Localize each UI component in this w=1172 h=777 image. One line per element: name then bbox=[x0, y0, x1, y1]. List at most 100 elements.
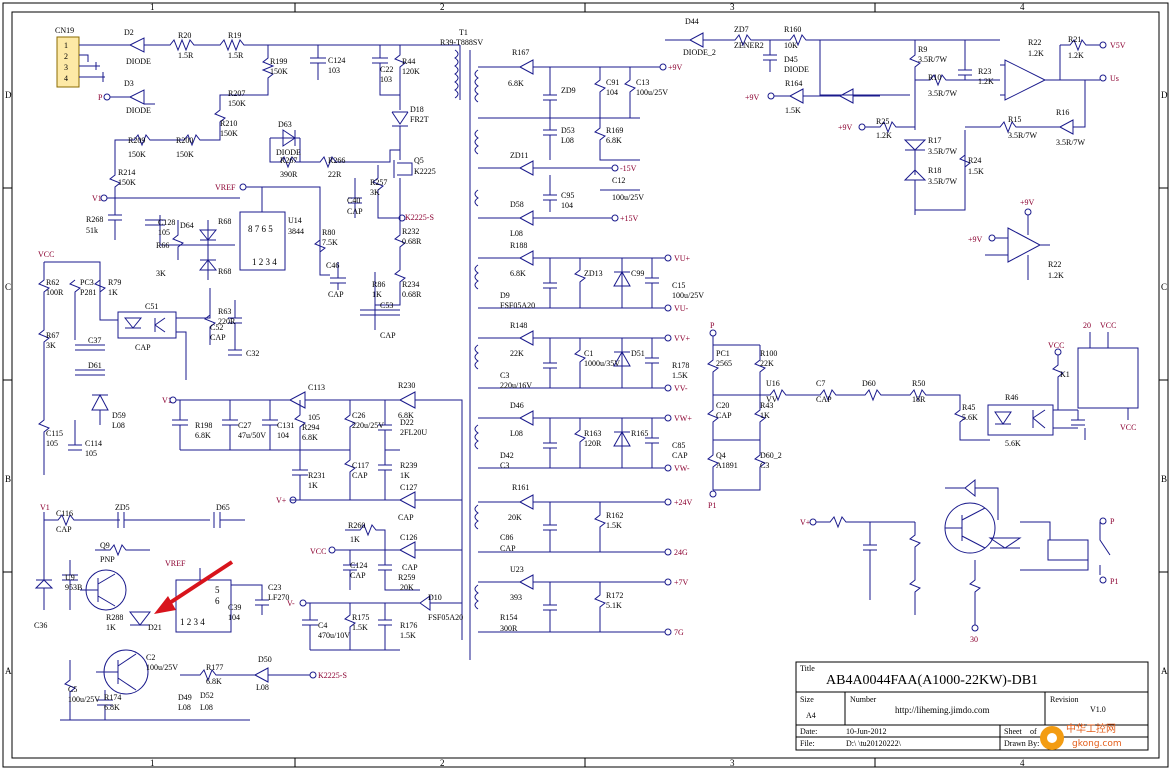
svg-text:6.8K: 6.8K bbox=[398, 411, 414, 420]
svg-text:6.8K: 6.8K bbox=[302, 433, 318, 442]
svg-text:22R: 22R bbox=[328, 170, 342, 179]
svg-text:R100: R100 bbox=[760, 349, 777, 358]
svg-text:DIODE: DIODE bbox=[784, 65, 809, 74]
svg-text:C32: C32 bbox=[246, 349, 259, 358]
svg-text:C13: C13 bbox=[636, 78, 649, 87]
frame-row-label: D bbox=[5, 90, 12, 100]
sense-divider bbox=[760, 389, 990, 441]
frame-col-label: 3 bbox=[730, 2, 735, 12]
svg-text:1K: 1K bbox=[350, 535, 360, 544]
svg-text:C131: C131 bbox=[277, 421, 294, 430]
svg-text:VCC: VCC bbox=[310, 547, 326, 556]
svg-text:103: 103 bbox=[380, 75, 392, 84]
svg-text:R234: R234 bbox=[402, 280, 419, 289]
svg-text:R24: R24 bbox=[968, 156, 981, 165]
svg-text:1.5K: 1.5K bbox=[785, 106, 801, 115]
svg-text:100u/25V: 100u/25V bbox=[612, 193, 644, 202]
svg-text:CAP: CAP bbox=[56, 525, 72, 534]
driver-output bbox=[60, 660, 310, 721]
svg-text:D21: D21 bbox=[148, 623, 162, 632]
svg-text:V1: V1 bbox=[40, 503, 50, 512]
svg-text:VCC: VCC bbox=[1100, 321, 1116, 330]
svg-text:DIODE_2: DIODE_2 bbox=[683, 48, 716, 57]
svg-text:C12: C12 bbox=[612, 176, 625, 185]
soft-start-network bbox=[145, 215, 235, 280]
svg-text:100u/25V: 100u/25V bbox=[636, 88, 668, 97]
svg-text:U14: U14 bbox=[288, 216, 302, 225]
comparator-section: D44 DIODE_2 ZD7 ZENER2 R160 10K D45 DIOD… bbox=[665, 17, 1126, 280]
svg-text:100R: 100R bbox=[46, 288, 64, 297]
svg-text:8 7 6 5: 8 7 6 5 bbox=[248, 224, 273, 234]
frame-row-label: B bbox=[1161, 474, 1167, 484]
svg-text:1K: 1K bbox=[108, 288, 118, 297]
svg-text:R176: R176 bbox=[400, 621, 417, 630]
cap-value: 1.5K bbox=[672, 371, 688, 380]
svg-text:C113: C113 bbox=[308, 383, 325, 392]
svg-text:R162: R162 bbox=[606, 511, 623, 520]
svg-text:中华工控网: 中华工控网 bbox=[1066, 722, 1116, 735]
svg-text:24G: 24G bbox=[674, 548, 688, 557]
svg-text:Date:: Date: bbox=[800, 727, 817, 736]
u16-wiring bbox=[1052, 332, 1129, 440]
svg-text:150K: 150K bbox=[128, 150, 146, 159]
svg-text:DIODE: DIODE bbox=[126, 106, 151, 115]
diode-value: L08 bbox=[510, 429, 523, 438]
svg-text:C51: C51 bbox=[145, 302, 158, 311]
resistor-ladder bbox=[109, 45, 275, 198]
svg-text:D45: D45 bbox=[784, 55, 798, 64]
svg-text:6.8K: 6.8K bbox=[195, 431, 211, 440]
svg-text:D61: D61 bbox=[88, 361, 102, 370]
svg-text:PNP: PNP bbox=[100, 555, 115, 564]
svg-text:V1: V1 bbox=[162, 396, 172, 405]
svg-text:U9: U9 bbox=[65, 573, 75, 582]
diode-d3 bbox=[110, 89, 155, 105]
svg-text:1 2 3 4: 1 2 3 4 bbox=[180, 617, 205, 627]
svg-text:R19: R19 bbox=[228, 31, 241, 40]
svg-text:P281: P281 bbox=[80, 288, 96, 297]
svg-text:1K: 1K bbox=[308, 481, 318, 490]
svg-text:C22: C22 bbox=[380, 65, 393, 74]
svg-text:R86: R86 bbox=[372, 280, 385, 289]
svg-text:Q4: Q4 bbox=[716, 451, 726, 460]
aux-network-4 bbox=[302, 595, 462, 651]
svg-text:D65: D65 bbox=[216, 503, 230, 512]
svg-text:1: 1 bbox=[64, 41, 68, 50]
svg-text:Revision: Revision bbox=[1050, 695, 1078, 704]
svg-text:D64: D64 bbox=[180, 221, 194, 230]
out-9v-block bbox=[478, 59, 660, 161]
svg-text:10K: 10K bbox=[784, 41, 798, 50]
q10-leads bbox=[96, 653, 137, 691]
svg-text:3.5R/7W: 3.5R/7W bbox=[928, 177, 958, 186]
svg-text:390R: 390R bbox=[280, 170, 298, 179]
svg-text:DIODE: DIODE bbox=[276, 148, 301, 157]
svg-text:C127: C127 bbox=[400, 483, 417, 492]
elcap-value: 220u/16V bbox=[500, 381, 532, 390]
elcap-ref: C3 bbox=[500, 371, 509, 380]
connector-cn19 bbox=[56, 36, 80, 88]
svg-text:of: of bbox=[1030, 727, 1037, 736]
net-label: VV- bbox=[674, 384, 688, 393]
svg-text:D59: D59 bbox=[112, 411, 126, 420]
opamp-u23a bbox=[1004, 59, 1047, 101]
title-label: Title bbox=[800, 664, 815, 673]
svg-text:VCC: VCC bbox=[38, 250, 54, 259]
frame-row-label: C bbox=[5, 282, 11, 292]
svg-text:V+: V+ bbox=[800, 518, 811, 527]
optocoupler-pc1 bbox=[987, 404, 1054, 436]
cap-ref: C85 bbox=[672, 441, 685, 450]
svg-text:3K: 3K bbox=[156, 269, 166, 278]
svg-text:0.68R: 0.68R bbox=[402, 237, 422, 246]
svg-text:V5V: V5V bbox=[1110, 41, 1126, 50]
svg-text:ZD11: ZD11 bbox=[510, 151, 528, 160]
cap-c46 bbox=[330, 262, 346, 290]
svg-text:ZD9: ZD9 bbox=[561, 86, 576, 95]
svg-text:R79: R79 bbox=[108, 278, 121, 287]
svg-text:-15V: -15V bbox=[620, 164, 637, 173]
u23-inputs bbox=[909, 40, 1000, 211]
uvw-block-wiring bbox=[478, 410, 665, 469]
svg-text:150K: 150K bbox=[228, 99, 246, 108]
svg-text:R231: R231 bbox=[308, 471, 325, 480]
diode-ref: D46 bbox=[510, 401, 524, 410]
svg-text:3K: 3K bbox=[370, 188, 380, 197]
